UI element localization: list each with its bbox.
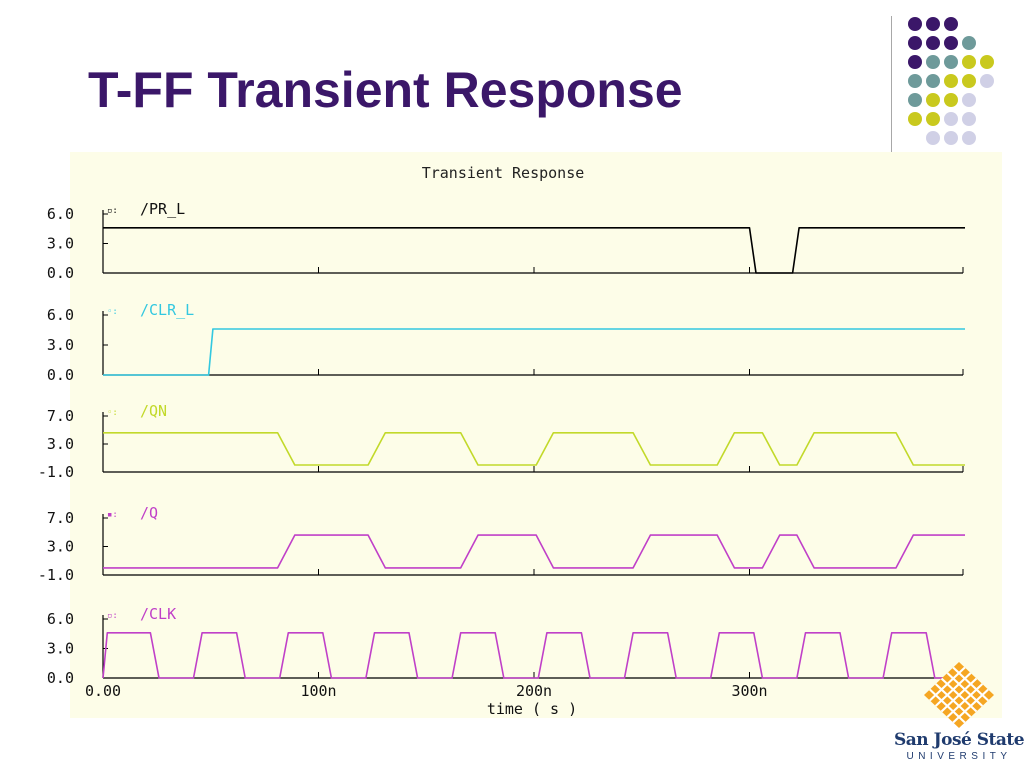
x-tick-label: 300n bbox=[731, 682, 767, 700]
y-tick-label: 6.0 bbox=[47, 205, 74, 223]
y-tick-label: 0.0 bbox=[47, 264, 74, 282]
waveform-line bbox=[103, 328, 965, 376]
signal-marker: ▫: bbox=[107, 206, 118, 216]
waveform-line bbox=[103, 431, 965, 466]
logo-university-subtitle: UNIVERSITY bbox=[906, 751, 1012, 762]
decorative-dot-grid bbox=[908, 17, 994, 145]
signal-name-label: /CLR_L bbox=[140, 301, 194, 319]
sjsu-diamond-logo-icon bbox=[924, 662, 994, 728]
decor-dot bbox=[908, 36, 922, 50]
waveform-line bbox=[102, 631, 965, 679]
transient-response-chart: Transient Response 6.0 3.0 0.0 ▫: /PR_L 6.0 3.0… bbox=[38, 152, 1002, 718]
y-tick-label: 0.0 bbox=[47, 366, 74, 384]
decor-dot bbox=[944, 112, 958, 126]
signal-panel-q: 7.0 3.0 -1.0 ▪: /Q bbox=[38, 504, 965, 584]
decor-dot bbox=[980, 74, 994, 88]
chart-svg: Transient Response 6.0 3.0 0.0 ▫: /PR_L 6.0 3.0… bbox=[38, 164, 965, 718]
decor-dot bbox=[962, 112, 976, 126]
signal-panel-prl: 6.0 3.0 0.0 ▫: /PR_L bbox=[47, 200, 965, 282]
decor-dot bbox=[944, 93, 958, 107]
waveform-line bbox=[103, 227, 965, 274]
y-tick-label: 0.0 bbox=[47, 669, 74, 687]
decor-dot bbox=[944, 74, 958, 88]
decor-dot bbox=[908, 17, 922, 31]
decor-dot bbox=[980, 55, 994, 69]
logo-university-name: San José State bbox=[894, 730, 1024, 750]
y-tick-label: 3.0 bbox=[47, 435, 74, 453]
y-tick-label: 3.0 bbox=[47, 538, 74, 556]
decor-dot bbox=[908, 112, 922, 126]
y-tick-label: 3.0 bbox=[47, 336, 74, 354]
decor-dot bbox=[908, 93, 922, 107]
decor-dot bbox=[962, 93, 976, 107]
signal-name-label: /QN bbox=[140, 402, 167, 420]
y-tick-label: 7.0 bbox=[47, 407, 74, 425]
decor-dot bbox=[908, 74, 922, 88]
decor-dot bbox=[908, 55, 922, 69]
decor-dot bbox=[962, 131, 976, 145]
y-tick-label: 6.0 bbox=[47, 306, 74, 324]
decorative-divider bbox=[891, 16, 892, 154]
decor-dot bbox=[962, 74, 976, 88]
decor-dot bbox=[944, 36, 958, 50]
signal-marker: ◦: bbox=[107, 307, 118, 317]
y-tick-label: 6.0 bbox=[47, 610, 74, 628]
y-tick-label: 3.0 bbox=[47, 235, 74, 253]
decor-dot bbox=[926, 93, 940, 107]
waveform-line bbox=[103, 534, 965, 569]
signal-name-label: /PR_L bbox=[140, 200, 185, 218]
decor-dot bbox=[944, 131, 958, 145]
decor-dot bbox=[944, 17, 958, 31]
x-tick-label: 0.00 bbox=[85, 682, 121, 700]
x-axis-label: time ( s ) bbox=[487, 700, 577, 718]
university-logo: San José State UNIVERSITY bbox=[890, 660, 1024, 768]
slide-title: T-FF Transient Response bbox=[88, 62, 683, 118]
decor-dot bbox=[926, 17, 940, 31]
y-tick-label: 3.0 bbox=[47, 640, 74, 658]
decor-dot bbox=[944, 55, 958, 69]
signal-marker: ▫: bbox=[107, 611, 118, 621]
y-tick-label: 7.0 bbox=[47, 509, 74, 527]
signal-panel-clrl: 6.0 3.0 0.0 ◦: /CLR_L bbox=[47, 301, 965, 384]
decor-dot bbox=[926, 74, 940, 88]
signal-panel-qn: 7.0 3.0 -1.0 ◦: /QN bbox=[38, 402, 965, 481]
signal-panel-clk: 6.0 3.0 0.0 ▫: /CLK bbox=[47, 605, 965, 687]
decor-dot bbox=[926, 131, 940, 145]
signal-name-label: /Q bbox=[140, 504, 158, 522]
signal-marker: ▪: bbox=[107, 510, 118, 520]
y-tick-label: -1.0 bbox=[38, 463, 74, 481]
decor-dot bbox=[926, 36, 940, 50]
x-tick-label: 100n bbox=[300, 682, 336, 700]
decor-dot bbox=[926, 112, 940, 126]
y-tick-label: -1.0 bbox=[38, 566, 74, 584]
signal-name-label: /CLK bbox=[140, 605, 176, 623]
logo-stripe bbox=[952, 688, 989, 724]
signal-marker: ◦: bbox=[107, 408, 118, 418]
decor-dot bbox=[962, 36, 976, 50]
x-tick-label: 200n bbox=[516, 682, 552, 700]
decor-dot bbox=[962, 55, 976, 69]
decor-dot bbox=[926, 55, 940, 69]
chart-title: Transient Response bbox=[422, 164, 585, 182]
